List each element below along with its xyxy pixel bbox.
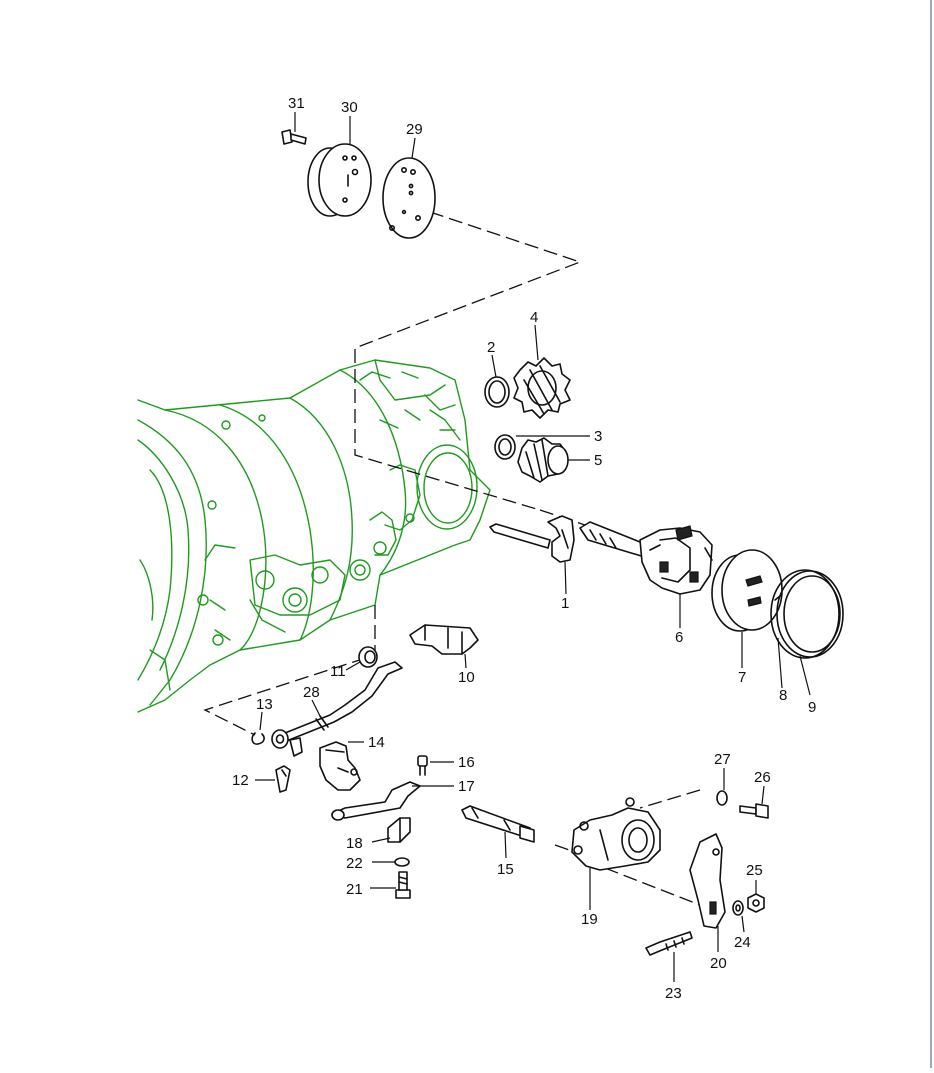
part-19-bracket [571, 797, 661, 871]
callout-6: 6 [675, 629, 683, 646]
callout-24: 24 [734, 934, 751, 951]
transmission-housing [137, 359, 491, 713]
callout-5: 5 [594, 452, 602, 469]
part-21-bolt [395, 871, 411, 899]
callout-2: 2 [487, 339, 495, 356]
callout-14: 14 [368, 734, 385, 751]
part-5-gear [517, 437, 569, 483]
callout-20: 20 [710, 955, 727, 972]
part-4-gear [513, 357, 571, 419]
part-11-bushing [358, 646, 378, 668]
callout-30: 30 [341, 99, 358, 116]
callout-29: 29 [406, 121, 423, 138]
part-18-bracket [387, 817, 411, 843]
callout-10: 10 [458, 669, 475, 686]
callout-1: 1 [561, 595, 569, 612]
part-16-screw [417, 755, 428, 776]
callout-19: 19 [581, 911, 598, 928]
part-15-shaft [461, 805, 535, 843]
callout-25: 25 [746, 862, 763, 879]
callout-12: 12 [232, 772, 249, 789]
part-13-clip [251, 732, 265, 745]
callout-11: 11 [330, 663, 346, 680]
part-25-nut [747, 893, 765, 913]
callout-9: 9 [808, 699, 816, 716]
part-20-plate [689, 833, 726, 929]
callout-26: 26 [754, 769, 771, 786]
part-14-lever [319, 741, 361, 791]
part-29-gasket [382, 157, 436, 239]
part-7-drum [711, 549, 783, 632]
callout-17: 17 [458, 778, 475, 795]
part-23-bolt [645, 931, 693, 956]
part-30-cover [307, 143, 372, 217]
part-12-detent [275, 765, 291, 793]
part-2-circlip [484, 376, 510, 408]
callout-28: 28 [303, 684, 320, 701]
callout-3: 3 [594, 428, 602, 445]
part-17-linkage [331, 781, 421, 821]
callout-23: 23 [665, 985, 682, 1002]
page-border [930, 0, 932, 1068]
part-9-ring [776, 570, 844, 658]
callout-8: 8 [779, 687, 787, 704]
part-24-washer [732, 900, 744, 916]
callout-27: 27 [714, 751, 731, 768]
callout-labels: 31 30 29 2 4 3 5 1 6 7 8 9 10 11 13 28 1… [232, 95, 816, 1002]
part-22-washer [394, 857, 410, 867]
callout-16: 16 [458, 754, 475, 771]
part-10-bracket [409, 624, 479, 655]
callout-4: 4 [530, 309, 538, 326]
part-31-bolt [281, 129, 307, 145]
part-27-washer [716, 790, 728, 806]
callout-7: 7 [738, 669, 746, 686]
part-26-bolt [739, 803, 769, 819]
part-6-selector [579, 521, 713, 595]
callout-15: 15 [497, 861, 514, 878]
part-28-rod [271, 661, 403, 757]
callout-21: 21 [346, 881, 363, 898]
callout-18: 18 [346, 835, 363, 852]
leader-lines [255, 112, 811, 982]
part-1-shaft [489, 515, 575, 563]
callout-22: 22 [346, 855, 363, 872]
callout-13: 13 [256, 696, 273, 713]
part-3-circlip [494, 434, 516, 460]
callout-31: 31 [288, 95, 305, 112]
